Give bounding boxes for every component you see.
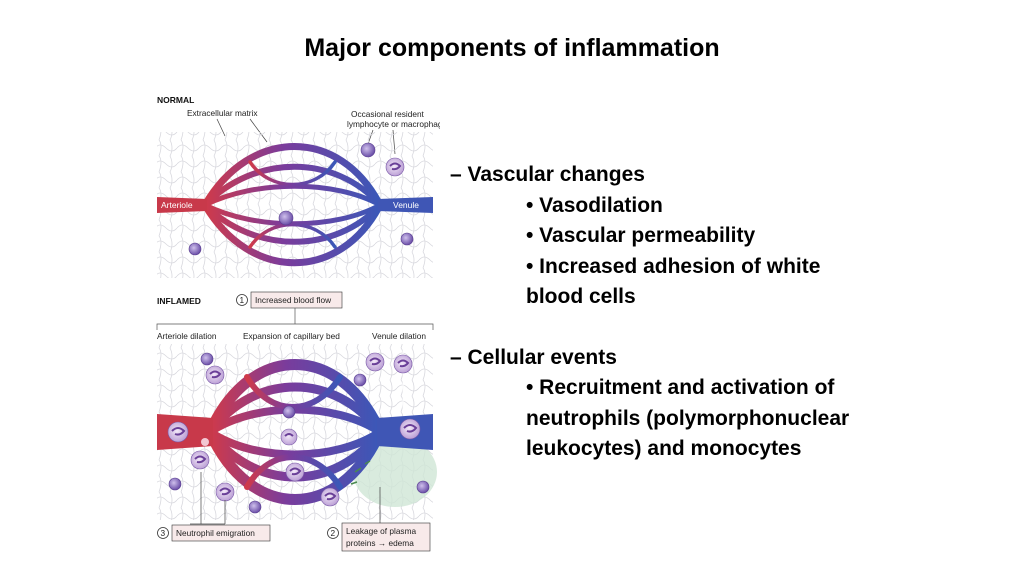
normal-arteriole <box>157 197 207 213</box>
diagram-svg: NORMAL Extracellular matrix Occasional r… <box>156 95 440 552</box>
capillary-expansion-label: Expansion of capillary bed <box>243 331 340 341</box>
extracellular-matrix-label: Extracellular matrix <box>187 108 258 118</box>
inflamed-cells <box>167 352 430 514</box>
step2-label-line1: Leakage of plasma <box>346 526 416 536</box>
inflamed-section-label: INFLAMED <box>157 296 201 306</box>
step2-number: 2 <box>331 528 336 538</box>
resident-cell-label-line2: lymphocyte or macrophage <box>347 119 440 129</box>
vascular-bullet-1: • Vasodilation <box>526 193 663 217</box>
step1-box <box>250 291 343 309</box>
arteriole-dilation-label: Arteriole dilation <box>157 331 217 341</box>
cellular-bullet-1-cont2: leukocytes) and monocytes <box>526 437 802 460</box>
step3-label: Neutrophil emigration <box>176 528 255 538</box>
inflammation-diagram: NORMAL Extracellular matrix Occasional r… <box>155 92 440 562</box>
cellular-bullet-1: • Recruitment and activation of <box>526 376 835 399</box>
normal-capillary-bed <box>201 143 384 267</box>
vascular-bullet-3: • Increased adhesion of white <box>526 254 821 278</box>
normal-venule <box>378 197 433 213</box>
vascular-bullet-3-cont: blood cells <box>526 285 636 308</box>
vascular-bullet-2: • Vascular permeability <box>526 224 756 247</box>
slide-title: Major components of inflammation <box>304 34 720 62</box>
step3-number: 3 <box>161 528 166 538</box>
step2-box <box>341 522 431 552</box>
step2-label-line2: proteins → edema <box>346 538 414 548</box>
cellular-heading: – Cellular events <box>450 345 617 369</box>
outline-text: – Vascular changes • Vasodilation • Vasc… <box>450 160 1010 465</box>
step1-number: 1 <box>240 295 245 305</box>
cellular-bullet-1-cont: neutrophils (polymorphonuclear <box>526 406 850 430</box>
resident-cell-label-line1: Occasional resident <box>351 109 425 119</box>
vascular-heading: – Vascular changes <box>450 163 645 186</box>
arrow-icon: → <box>378 538 386 548</box>
normal-section-label: NORMAL <box>157 95 194 105</box>
spacer <box>450 313 1010 343</box>
venule-dilation-label: Venule dilation <box>372 331 426 341</box>
normal-cells <box>188 142 414 256</box>
step1-label: Increased blood flow <box>255 295 332 305</box>
venule-label: Venule <box>393 200 419 210</box>
arteriole-label: Arteriole <box>161 200 193 210</box>
step3-box <box>171 524 271 542</box>
